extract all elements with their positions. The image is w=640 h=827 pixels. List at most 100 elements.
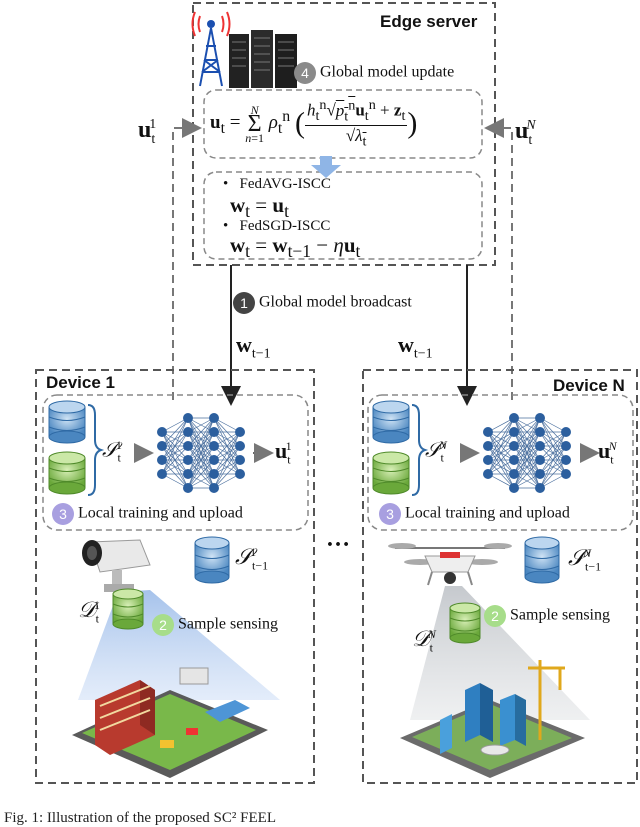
nn-node [209, 441, 219, 451]
deviceN-step3-label: Local training and upload [405, 504, 570, 522]
device1-step2-label: Sample sensing [178, 615, 278, 633]
nn-node [509, 427, 519, 437]
device1-stored-db-icon [194, 536, 230, 584]
fedsgd-name: • FedSGD-ISCC [223, 218, 331, 234]
nn-node [209, 427, 219, 437]
deviceN-neural-network-icon [483, 413, 571, 493]
nn-node [157, 469, 167, 479]
nn-node [183, 413, 193, 423]
deviceN-training-box [367, 394, 634, 531]
nn-node [561, 441, 571, 451]
nn-node [509, 441, 519, 451]
device1-db-green-icon [48, 451, 86, 495]
nn-node [561, 455, 571, 465]
nn-node [209, 413, 219, 423]
nn-node [483, 455, 493, 465]
nn-node [209, 469, 219, 479]
device1-sensed-db-icon [112, 588, 144, 630]
deviceN-db-green-icon [372, 451, 410, 495]
uplink-left-path [172, 118, 202, 400]
nn-node [183, 441, 193, 451]
edge-server-title: Edge server [380, 12, 478, 31]
nn-node [157, 455, 167, 465]
device1-box [35, 369, 315, 784]
device1-title: Device 1 [46, 373, 115, 392]
server-rack-icon [229, 30, 297, 88]
nn-node [535, 483, 545, 493]
nn-node [535, 469, 545, 479]
drone-icon [388, 543, 512, 586]
nn-node [535, 455, 545, 465]
uplink-right-label: utN [515, 118, 536, 148]
nn-node [209, 483, 219, 493]
device1-sensing-beam [78, 590, 280, 700]
surveillance-camera-icon [82, 539, 151, 592]
nn-node [561, 469, 571, 479]
update-arrow [311, 156, 341, 178]
deviceN-output-label: utN [598, 438, 617, 467]
nn-node [535, 427, 545, 437]
deviceN-dataset-label: 𝒮tN [425, 438, 447, 465]
device1-sensed-label: 𝒟t1 [78, 597, 100, 626]
device1-step2-badge: 2 [152, 614, 174, 636]
nn-node [183, 427, 193, 437]
antenna-tower-icon [191, 11, 231, 87]
uplink-right-path [484, 118, 513, 400]
device1-neural-network-icon [157, 413, 245, 493]
nn-node [183, 469, 193, 479]
step1-label: Global model broadcast [259, 293, 412, 311]
nn-node [535, 441, 545, 451]
deviceN-sensed-label: 𝒟tN [412, 626, 436, 655]
nn-node [561, 427, 571, 437]
nn-node [235, 455, 245, 465]
nn-node [483, 469, 493, 479]
devices-ellipsis: … [326, 526, 350, 552]
device1-stored-label: 𝒮t−11 [235, 544, 269, 573]
nn-node [509, 483, 519, 493]
deviceN-db-blue-icon [372, 400, 410, 444]
nn-node [235, 441, 245, 451]
fedavg-name: • FedAVG-ISCC [223, 176, 331, 192]
device1-training-box [42, 394, 309, 531]
nn-node [535, 413, 545, 423]
deviceN-step3-badge: 3 [379, 503, 401, 525]
deviceN-stored-db-icon [524, 536, 560, 584]
deviceN-title: Device N [553, 376, 625, 395]
nn-node [235, 427, 245, 437]
nn-node [209, 455, 219, 465]
formula-box [203, 89, 483, 159]
nn-node [509, 469, 519, 479]
step4-badge: 4 [294, 62, 316, 84]
nn-node [235, 469, 245, 479]
deviceN-step2-label: Sample sensing [510, 606, 610, 624]
device1-city-icon [72, 667, 268, 778]
downlink-right-label: wt−1 [398, 332, 433, 362]
device1-step3-badge: 3 [52, 503, 74, 525]
step1-badge: 1 [233, 292, 255, 314]
nn-node [483, 441, 493, 451]
device1-step3-label: Local training and upload [78, 504, 243, 522]
nn-node [183, 483, 193, 493]
nn-node [509, 455, 519, 465]
device1-output-label: ut1 [275, 438, 292, 467]
algorithms-box [203, 171, 483, 260]
fedsgd-equation: wt = wt−1 − ηut [230, 233, 361, 262]
deviceN-city-icon [400, 660, 585, 778]
downlink-left-label: wt−1 [236, 332, 271, 362]
nn-node [157, 441, 167, 451]
nn-node [483, 427, 493, 437]
nn-node [509, 413, 519, 423]
deviceN-stored-label: 𝒮t−1N [568, 545, 602, 574]
device1-db-blue-icon [48, 400, 86, 444]
deviceN-box [362, 369, 638, 784]
fedavg-equation: wt = ut [230, 193, 289, 222]
device1-brace-icon [87, 404, 105, 496]
figure-caption: Fig. 1: Illustration of the proposed SC²… [4, 810, 276, 826]
